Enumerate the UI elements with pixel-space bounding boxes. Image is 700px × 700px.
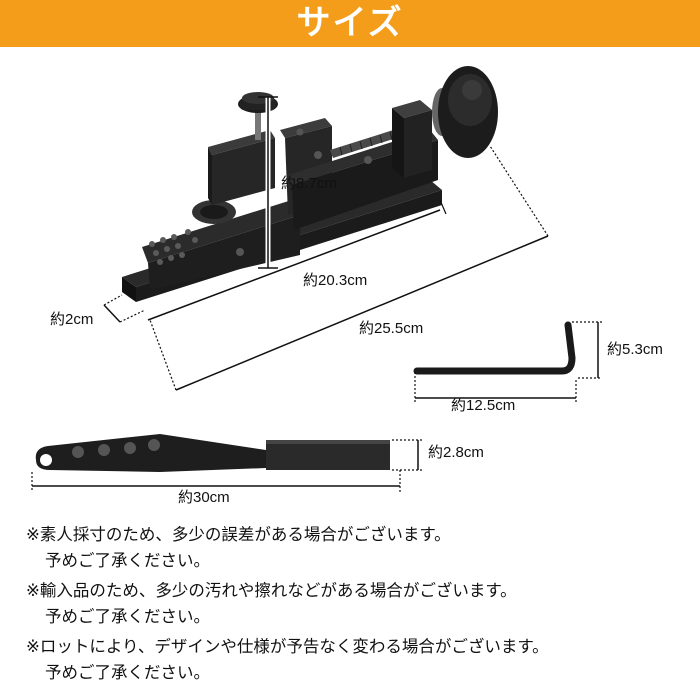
note-line: 予めご了承ください。 <box>45 663 210 682</box>
dimension-lines-main <box>103 96 549 391</box>
disclaimer-notes: ※素人採寸のため、多少の誤差がある場合がございます。 予めご了承ください。 ※輸… <box>26 522 686 690</box>
handle-bar-image <box>35 434 390 472</box>
dim-label-height: 約8.7cm <box>281 175 337 192</box>
note-import: ※輸入品のため、多少の汚れや擦れなどがある場合がございます。 予めご了承ください… <box>26 578 686 630</box>
dim-label-handle-length: 約30cm <box>178 489 230 506</box>
note-line: ※輸入品のため、多少の汚れや擦れなどがある場合がございます。 <box>26 581 517 600</box>
dim-label-total-length: 約25.5cm <box>359 320 424 337</box>
dim-label-base-length: 約20.3cm <box>303 272 368 289</box>
dim-label-handle-width: 約2.8cm <box>428 444 484 461</box>
note-measurement: ※素人採寸のため、多少の誤差がある場合がございます。 予めご了承ください。 <box>26 522 686 574</box>
note-lot: ※ロットにより、デザインや仕様が予告なく変わる場合がございます。 予めご了承くだ… <box>26 634 686 686</box>
note-line: 予めご了承ください。 <box>45 607 210 626</box>
dim-label-width: 約2cm <box>50 311 94 328</box>
header-banner: サイズ <box>0 0 700 47</box>
note-line: ※ロットにより、デザインや仕様が予告なく変わる場合がございます。 <box>26 637 549 656</box>
note-line: 予めご了承ください。 <box>45 551 210 570</box>
allen-wrench-image <box>413 321 576 375</box>
bender-tool-image <box>122 66 498 302</box>
note-line: ※素人採寸のため、多少の誤差がある場合がございます。 <box>26 525 451 544</box>
product-size-illustration <box>31 66 602 492</box>
dim-label-wrench-length: 約12.5cm <box>451 397 516 414</box>
dimension-lines-wrench <box>414 321 602 402</box>
dimension-lines-handle <box>31 439 424 492</box>
dim-label-wrench-height: 約5.3cm <box>607 341 663 358</box>
page-title: サイズ <box>296 3 404 43</box>
